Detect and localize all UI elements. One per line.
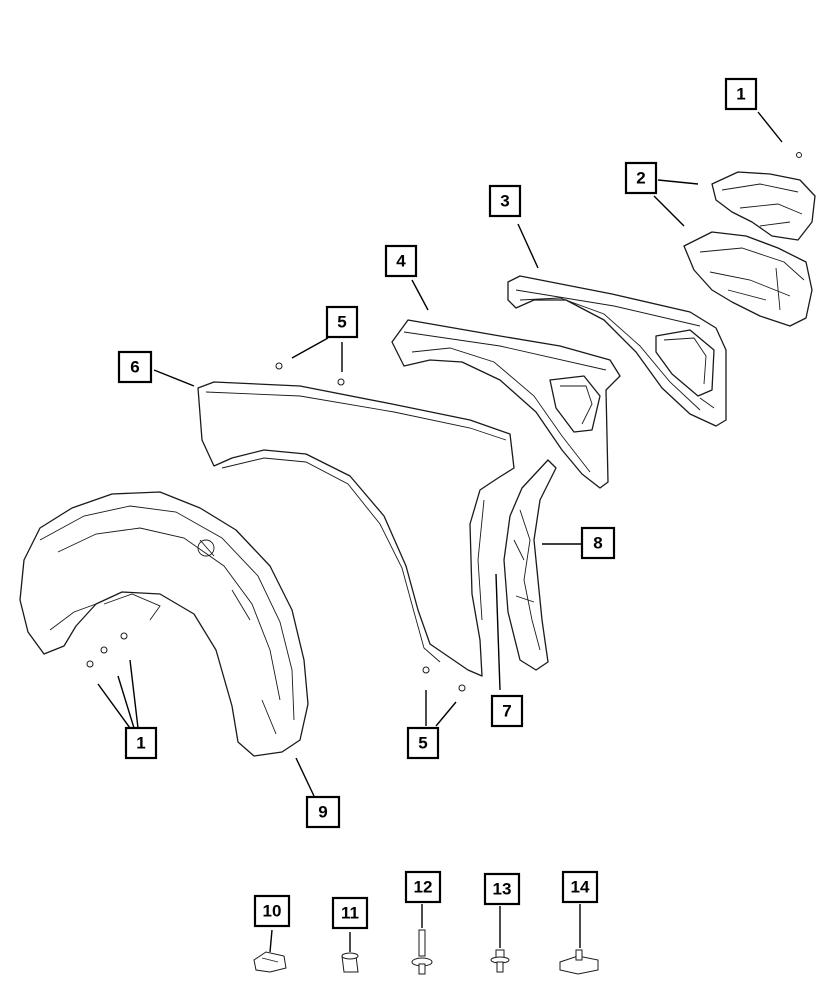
fastener-group xyxy=(86,152,802,692)
callout-12: 12 xyxy=(404,870,442,904)
callout-5-bottom: 5 xyxy=(406,726,440,760)
callout-label: 9 xyxy=(318,803,327,822)
part-6-front-fender xyxy=(197,381,515,677)
callout-1-top: 1 xyxy=(724,77,758,111)
callout-label: 11 xyxy=(341,904,359,923)
hardware-12-push-pin xyxy=(411,929,433,975)
callout-3: 3 xyxy=(488,184,522,218)
callout-label: 1 xyxy=(736,85,745,104)
part-3-wheelhouse-apron xyxy=(507,275,727,427)
callout-label: 7 xyxy=(502,702,511,721)
callouts: 1 2 3 4 5 6 8 7 xyxy=(117,77,758,930)
callout-label: 14 xyxy=(571,878,590,897)
callout-5-top: 5 xyxy=(325,305,359,339)
hardware-11-nut xyxy=(341,952,359,973)
callout-1-bottom: 1 xyxy=(124,726,158,760)
callout-label: 6 xyxy=(130,358,139,377)
part-8-splash-shield xyxy=(503,459,557,671)
callout-6: 6 xyxy=(117,350,153,384)
part-4-inner-fender xyxy=(391,319,621,489)
hardware-13-bolt xyxy=(490,949,510,973)
callout-13: 13 xyxy=(483,872,521,906)
callout-9: 9 xyxy=(305,795,341,829)
callout-label: 12 xyxy=(414,878,433,897)
callout-8: 8 xyxy=(580,526,616,560)
hardware-14-u-nut xyxy=(559,949,599,975)
callout-4: 4 xyxy=(384,244,418,278)
hardware-10-clip xyxy=(253,951,287,973)
part-2-upper-shield xyxy=(683,171,816,327)
callout-label: 4 xyxy=(396,252,406,271)
part-9-wheelhouse-liner xyxy=(19,491,309,757)
callout-label: 2 xyxy=(636,169,645,188)
callout-label: 13 xyxy=(493,880,512,899)
callout-14: 14 xyxy=(561,870,599,904)
callout-label: 5 xyxy=(418,734,427,753)
callout-label: 10 xyxy=(263,902,282,921)
callout-10: 10 xyxy=(253,894,291,928)
callout-2: 2 xyxy=(624,161,658,195)
callout-11: 11 xyxy=(331,896,369,930)
callout-label: 1 xyxy=(136,734,145,753)
callout-label: 8 xyxy=(593,534,602,553)
callout-label: 3 xyxy=(500,192,509,211)
callout-7: 7 xyxy=(490,694,524,728)
leader-lines xyxy=(97,111,783,953)
callout-label: 5 xyxy=(337,313,346,332)
